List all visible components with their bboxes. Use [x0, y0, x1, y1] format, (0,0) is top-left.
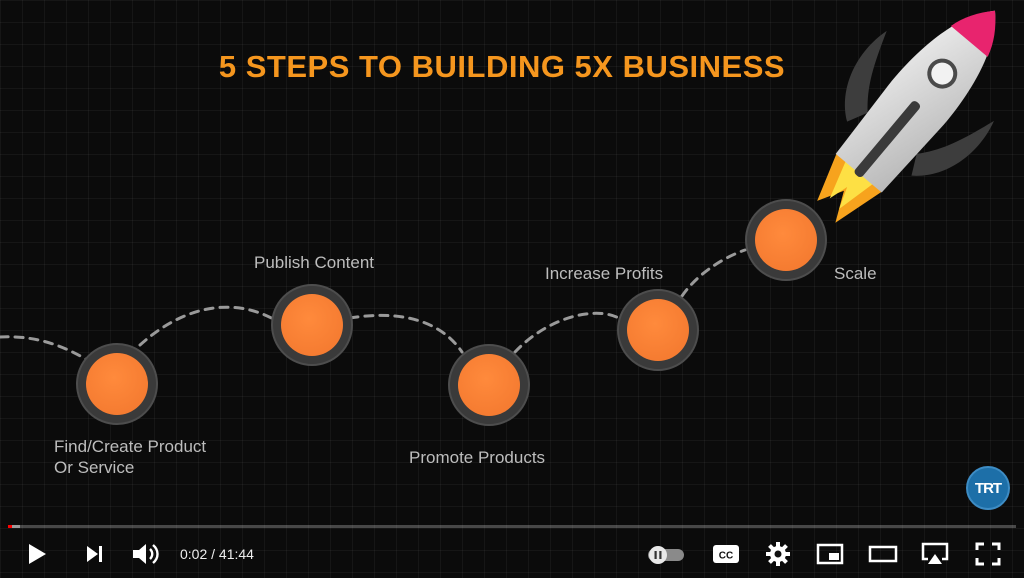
step-label-3: Promote Products [409, 448, 546, 467]
captions-icon: CC [713, 545, 739, 563]
miniplayer-icon [816, 543, 844, 565]
step-circle-5 [745, 199, 827, 281]
step-circle-2 [271, 284, 353, 366]
fullscreen-button[interactable] [972, 538, 1004, 570]
fullscreen-icon [975, 542, 1001, 566]
settings-button[interactable] [762, 538, 794, 570]
progress-buffer [8, 525, 20, 528]
step-label-1: Find/Create Product Or Service [54, 437, 207, 477]
airplay-icon [921, 542, 949, 564]
captions-button[interactable]: CC [710, 538, 742, 570]
time-separator: / [207, 546, 219, 562]
airplay-button[interactable] [918, 538, 952, 570]
progress-played [8, 525, 12, 528]
volume-button[interactable] [128, 538, 164, 570]
theater-icon [868, 545, 898, 563]
step-label-5: Scale [834, 264, 877, 283]
autoplay-toggle-icon [648, 546, 684, 564]
channel-logo[interactable]: TRT [966, 466, 1010, 510]
miniplayer-button[interactable] [814, 538, 846, 570]
dashed-path [0, 248, 747, 370]
volume-icon [133, 544, 159, 564]
step-circle-4 [617, 289, 699, 371]
steps-path-art [0, 10, 996, 426]
time-display: 0:02 / 41:44 [180, 546, 254, 562]
progress-bar[interactable] [8, 525, 1016, 528]
captions-text: CC [719, 551, 733, 562]
player-controls: 0:02 / 41:44 CC [0, 530, 1024, 578]
gear-icon [766, 542, 790, 566]
rocket-illustration [817, 10, 996, 223]
current-time: 0:02 [180, 546, 208, 562]
play-icon [29, 544, 46, 564]
step-label-4: Increase Profits [545, 264, 664, 283]
step-circle-1 [76, 343, 158, 425]
play-button[interactable] [20, 538, 54, 570]
step-label-2: Publish Content [254, 253, 375, 272]
duration: 41:44 [218, 546, 254, 562]
slide-title: 5 STEPS TO BUILDING 5X BUSINESS [218, 49, 786, 84]
next-icon [87, 546, 102, 562]
theater-mode-button[interactable] [866, 538, 900, 570]
step-circle-3 [448, 344, 530, 426]
autoplay-toggle[interactable] [644, 538, 688, 570]
next-button[interactable] [78, 538, 112, 570]
